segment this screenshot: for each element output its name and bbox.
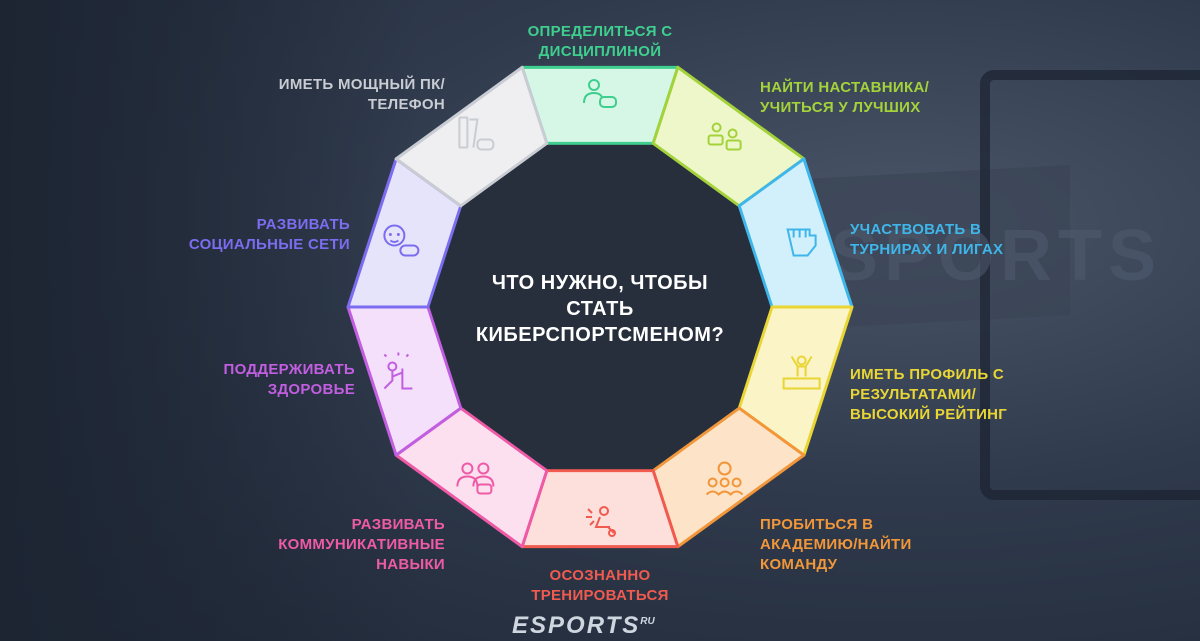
background-shade — [0, 0, 420, 641]
social-gamer-icon — [383, 224, 420, 257]
label-pc-phone: ИМЕТЬ МОЩНЫЙ ПК/ТЕЛЕФОН — [278, 76, 445, 113]
label-communication: РАЗВИВАТЬ КОММУНИКАТИВНЫЕ НАВЫКИ — [278, 516, 445, 573]
winner-podium-icon — [782, 355, 821, 390]
label-discipline: ОПРЕДЕЛИТЬСЯ С ДИСЦИПЛИНОЙ — [527, 23, 673, 60]
fist-icon — [786, 228, 817, 257]
logo-main: ESPORTS — [512, 612, 641, 639]
mentor-icon — [707, 122, 742, 151]
label-training: ОСОЗНАННО ТРЕНИРОВАТЬСЯ — [531, 567, 669, 604]
center-area — [429, 144, 771, 470]
segment-9 — [394, 65, 549, 208]
center-title: ЧТО НУЖНО, ЧТОБЫ СТАТЬ КИБЕРСПОРТСМЕНОМ? — [475, 272, 725, 346]
label-tournaments: УЧАСТВОВАТЬ В ТУРНИРАХ И ЛИГАХ — [850, 221, 1004, 258]
person-gamepad-icon — [583, 79, 617, 108]
label-profile-rating: ИМЕТЬ ПРОФИЛЬ С РЕЗУЛЬТАТАМИ/ ВЫСОКИЙ РЕ… — [850, 366, 1008, 423]
communication-icon — [456, 462, 495, 495]
label-academy-team: ПРОБИТЬСЯ В АКАДЕМИЮ/НАЙТИ КОМАНДУ — [760, 516, 912, 573]
logo-suffix: RU — [640, 616, 655, 627]
team-icon — [705, 461, 744, 496]
label-mentor: НАЙТИ НАСТАВНИКА/ УЧИТЬСЯ У ЛУЧШИХ — [760, 79, 930, 116]
label-social: РАЗВИВАТЬ СОЦИАЛЬНЫЕ СЕТИ — [188, 216, 350, 253]
background-monitor — [980, 70, 1200, 500]
background-text: SPORTS — [830, 216, 1163, 296]
training-icon — [586, 506, 616, 537]
health-icon — [383, 352, 413, 390]
label-health: ПОДДЕРЖИВАТЬ ЗДОРОВЬЕ — [223, 361, 355, 398]
pc-phone-icon — [458, 116, 495, 151]
esports-logo: ESPORTSRU — [512, 612, 655, 640]
